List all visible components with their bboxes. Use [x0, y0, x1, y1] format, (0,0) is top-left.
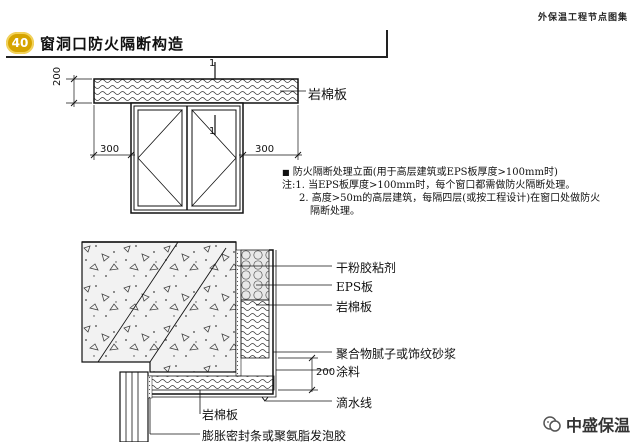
- elevation-label-rock-wool: 岩棉板: [308, 88, 348, 103]
- label-rock-wool-bottom: 岩棉板: [202, 408, 239, 422]
- rock-wool-vertical: [240, 299, 270, 359]
- notes: ■ 防火隔断处理立面(用于高层建筑或EPS板厚度>100mm时) 注:1. 当E…: [282, 166, 627, 218]
- note-line-3: 2. 高度>50m的高层建筑，每隔四层(或按工程设计)在窗口处做防火: [299, 193, 601, 204]
- eps-board: [240, 249, 270, 301]
- page-title: 窗洞口防火隔断构造: [40, 34, 185, 53]
- section-mark-top: 1: [209, 58, 216, 69]
- elevation-dim-200: 200: [52, 66, 63, 86]
- note-line-4: 隔断处理。: [310, 206, 360, 217]
- label-sealant: 膨胀密封条或聚氨脂发泡胶: [202, 429, 347, 443]
- section-dim-200: 200: [316, 367, 336, 378]
- title-underline: [6, 56, 386, 58]
- label-drip: 滴水线: [336, 396, 373, 410]
- rock-wool-horizontal: [149, 375, 275, 391]
- series-title: 外保温工程节点图集: [537, 13, 628, 23]
- rock-wool-strip: [93, 78, 299, 104]
- window-frame-section: [119, 371, 149, 442]
- label-eps: EPS板: [336, 280, 374, 294]
- label-rock-wool: 岩棉板: [336, 300, 373, 314]
- watermark: 中盛保温: [542, 412, 630, 436]
- wall-section: [81, 241, 332, 442]
- section-mark-mid: 1: [209, 126, 216, 137]
- bullet-icon: ■: [282, 168, 290, 177]
- window-elevation: [66, 62, 306, 214]
- title-bar: 40 窗洞口防火隔断构造: [6, 30, 386, 56]
- page-number-badge: 40: [6, 32, 34, 54]
- chat-bubble-icon: [543, 416, 561, 432]
- note-line-2: 注:1. 当EPS板厚度>100mm时，每个窗口都需做防火隔断处理。: [282, 180, 576, 191]
- label-putty: 聚合物腻子或饰纹砂浆: [336, 347, 457, 361]
- elevation-dim-300-right: 300: [255, 144, 275, 155]
- label-paint: 涂料: [336, 365, 361, 379]
- title-divider: [386, 30, 388, 58]
- elevation-dim-300-left: 300: [100, 144, 120, 155]
- note-line-1: ■ 防火隔断处理立面(用于高层建筑或EPS板厚度>100mm时): [282, 167, 558, 178]
- concrete-wall: [81, 241, 237, 373]
- watermark-text: 中盛保温: [565, 416, 630, 435]
- label-dry-mortar: 干粉胶粘剂: [336, 261, 397, 275]
